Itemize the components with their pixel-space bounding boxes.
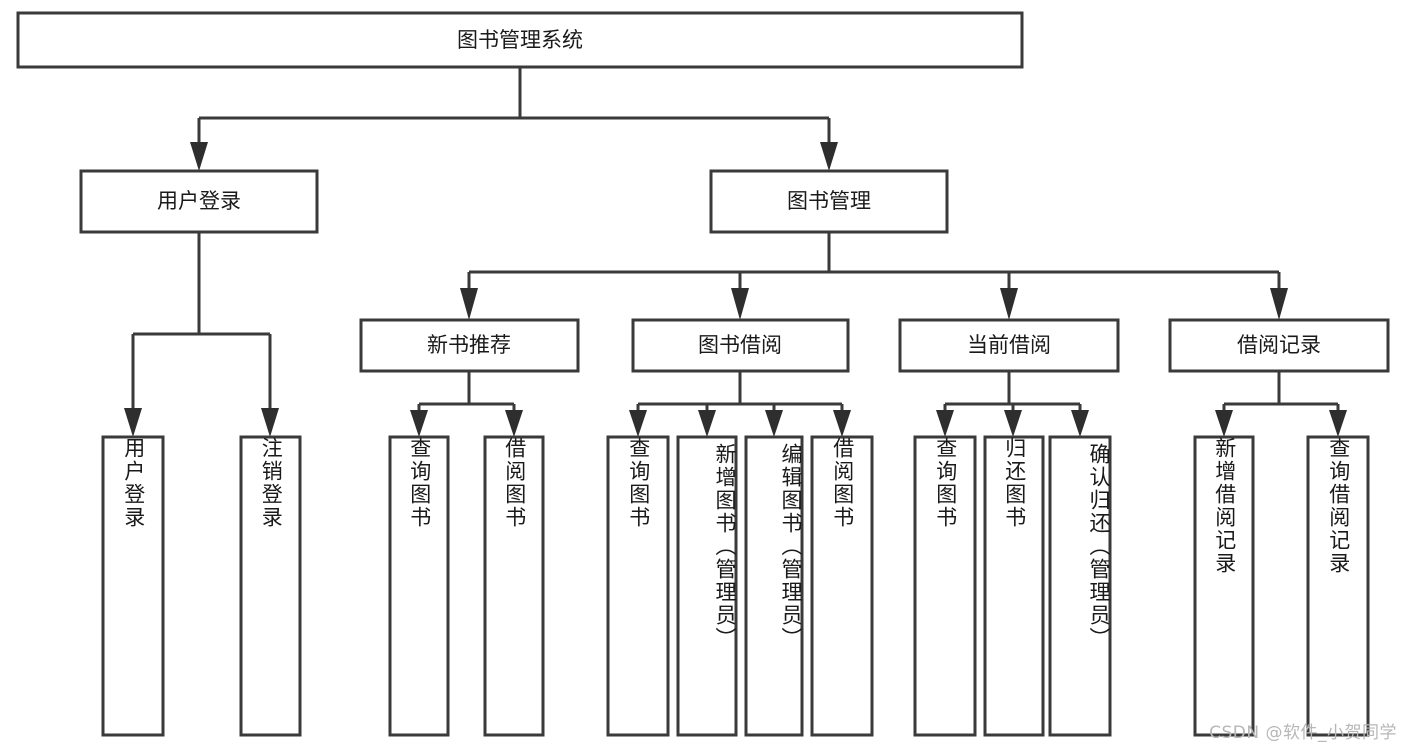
node-root[interactable]: 图书管理系统 bbox=[16, 11, 1024, 69]
node-borrow-record-label: 借阅记录 bbox=[1237, 333, 1321, 357]
arrowhead-leaf-cur-query bbox=[936, 410, 954, 437]
node-leaf-rec-search-box[interactable] bbox=[1306, 435, 1370, 737]
node-borrow-record-box[interactable] bbox=[1168, 318, 1390, 373]
node-leaf-rec-borrow-box[interactable] bbox=[483, 435, 545, 737]
node-leaf-logout-box[interactable] bbox=[239, 435, 302, 737]
node-leaf-rec-add-box[interactable] bbox=[1193, 435, 1255, 737]
node-leaf-user-login-box[interactable] bbox=[101, 435, 165, 737]
node-book-borrow[interactable]: 图书借阅 bbox=[631, 318, 850, 373]
node-book-manage-label: 图书管理 bbox=[787, 189, 871, 213]
arrowhead-leaf-cur-confirm bbox=[1071, 410, 1089, 437]
arrowhead-new-book-rec bbox=[460, 288, 478, 320]
arrowhead-leaf-borrow-edit bbox=[765, 410, 783, 437]
connector-group-user-login-to-leaves bbox=[124, 232, 279, 437]
csdn-watermark: CSDN @软件_小贺同学 bbox=[1209, 723, 1397, 743]
node-current-borrow[interactable]: 当前借阅 bbox=[898, 318, 1120, 373]
connector-group-borrow-record-to-leaves bbox=[1215, 371, 1347, 437]
node-leaf-cur-return-box[interactable] bbox=[983, 435, 1045, 737]
node-current-borrow-label: 当前借阅 bbox=[967, 333, 1051, 357]
node-book-manage-box[interactable] bbox=[709, 169, 949, 234]
node-book-manage[interactable]: 图书管理 bbox=[709, 169, 949, 234]
connector-group-book-manage-to-level3 bbox=[460, 232, 1288, 320]
node-leaf-rec-query-box[interactable] bbox=[388, 435, 450, 737]
node-user-login-box[interactable] bbox=[79, 169, 319, 234]
node-current-borrow-box[interactable] bbox=[898, 318, 1120, 373]
arrowhead-book-borrow bbox=[731, 288, 749, 320]
node-leaf-cur-confirm-box[interactable] bbox=[1048, 435, 1112, 737]
node-book-borrow-box[interactable] bbox=[631, 318, 850, 373]
node-leaf-borrow-add-box[interactable] bbox=[676, 435, 738, 737]
arrowhead-leaf-user-login bbox=[124, 408, 142, 437]
arrowhead-leaf-logout bbox=[261, 408, 279, 437]
arrowhead-user-login bbox=[190, 142, 208, 171]
arrowhead-book-manage bbox=[820, 142, 838, 171]
node-new-book-rec-label: 新书推荐 bbox=[427, 333, 511, 357]
node-root-label: 图书管理系统 bbox=[457, 28, 583, 52]
node-user-login-label: 用户登录 bbox=[157, 189, 241, 213]
node-leaf-borrow-query-box[interactable] bbox=[606, 435, 670, 737]
arrowhead-leaf-rec-search bbox=[1329, 410, 1347, 437]
node-leaf-borrow-lend-box[interactable] bbox=[810, 435, 874, 737]
arrowhead-leaf-cur-return bbox=[1004, 410, 1022, 437]
node-new-book-rec[interactable]: 新书推荐 bbox=[359, 318, 580, 373]
connector-group-new-book-rec-to-leaves bbox=[410, 371, 523, 437]
node-new-book-rec-box[interactable] bbox=[359, 318, 580, 373]
arrowhead-leaf-borrow-lend bbox=[833, 410, 851, 437]
node-borrow-record[interactable]: 借阅记录 bbox=[1168, 318, 1390, 373]
arrowhead-leaf-borrow-query bbox=[629, 410, 647, 437]
arrowhead-leaf-borrow-add bbox=[698, 410, 716, 437]
node-leaf-borrow-edit-box[interactable] bbox=[744, 435, 804, 737]
arrowhead-leaf-rec-add bbox=[1215, 410, 1233, 437]
node-root-box[interactable] bbox=[16, 11, 1024, 69]
connector-group-current-borrow-to-leaves bbox=[936, 371, 1089, 437]
node-user-login[interactable]: 用户登录 bbox=[79, 169, 319, 234]
node-leaf-cur-query-box[interactable] bbox=[913, 435, 977, 737]
node-book-borrow-label: 图书借阅 bbox=[698, 333, 782, 357]
connector-group-root-to-level2 bbox=[190, 67, 838, 171]
arrowhead-leaf-rec-borrow bbox=[505, 410, 523, 437]
arrowhead-leaf-rec-query bbox=[410, 410, 428, 437]
arrowhead-current-borrow bbox=[1000, 288, 1018, 320]
arrowhead-borrow-record bbox=[1270, 288, 1288, 320]
connector-group-book-borrow-to-leaves bbox=[629, 371, 851, 437]
